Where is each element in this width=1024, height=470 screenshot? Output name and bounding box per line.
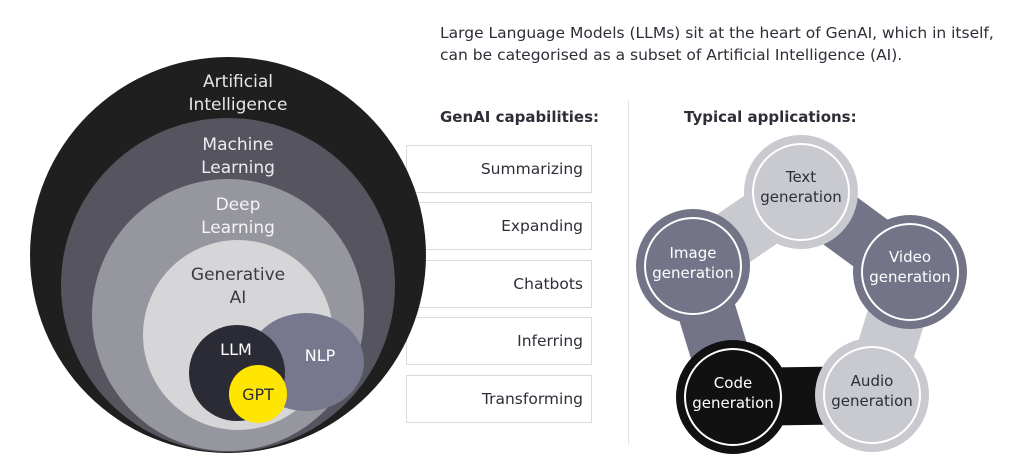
video-generation-label-line-1: Video bbox=[889, 248, 931, 266]
text-generation-label-line-2: generation bbox=[760, 188, 842, 206]
node-video-generation bbox=[853, 215, 967, 329]
machine-learning-label-line-1: Machine bbox=[202, 135, 273, 155]
intro-text: Large Language Models (LLMs) sit at the … bbox=[440, 22, 1010, 66]
node-text-generation bbox=[744, 135, 858, 249]
capability-label: Summarizing bbox=[480, 160, 583, 178]
node-image-generation bbox=[636, 209, 750, 323]
capability-box-inferring: Inferring bbox=[406, 317, 592, 365]
intro-line-2: can be categorised as a subset of Artifi… bbox=[440, 46, 903, 64]
deep-learning-label-line-1: Deep bbox=[216, 195, 261, 215]
applications-heading: Typical applications: bbox=[684, 108, 857, 126]
ai-label-line-1: Artificial bbox=[203, 72, 273, 92]
image-generation-label-line-1: Image bbox=[670, 244, 717, 262]
video-generation-label-line-2: generation bbox=[869, 268, 951, 286]
capability-label: Expanding bbox=[501, 217, 583, 235]
capability-label: Inferring bbox=[517, 332, 583, 350]
gpt-circle bbox=[229, 365, 287, 423]
intro-line-1: Large Language Models (LLMs) sit at the … bbox=[440, 24, 994, 42]
code-generation-label-line-2: generation bbox=[692, 394, 774, 412]
node-audio-generation bbox=[815, 338, 929, 452]
capability-box-transforming: Transforming bbox=[406, 375, 592, 423]
column-divider bbox=[628, 100, 629, 445]
capability-box-summarizing: Summarizing bbox=[406, 145, 592, 193]
capability-label: Chatbots bbox=[513, 275, 583, 293]
llm-label: LLM bbox=[220, 340, 252, 359]
audio-generation-label-line-1: Audio bbox=[851, 372, 894, 390]
capability-box-chatbots: Chatbots bbox=[406, 260, 592, 308]
nlp-label: NLP bbox=[305, 346, 336, 365]
generative-ai-label-line-1: Generative bbox=[191, 265, 285, 285]
image-generation-label-line-2: generation bbox=[652, 264, 734, 282]
gpt-label: GPT bbox=[242, 385, 274, 404]
capability-label: Transforming bbox=[481, 390, 583, 408]
text-generation-label-line-1: Text bbox=[785, 168, 816, 186]
ai-label-line-2: Intelligence bbox=[189, 95, 288, 115]
capabilities-heading: GenAI capabilities: bbox=[440, 108, 600, 126]
generative-ai-label-line-2: AI bbox=[230, 288, 247, 308]
deep-learning-label-line-2: Learning bbox=[201, 218, 275, 238]
node-code-generation bbox=[676, 340, 790, 454]
code-generation-label-line-1: Code bbox=[714, 374, 752, 392]
machine-learning-label-line-2: Learning bbox=[201, 158, 275, 178]
audio-generation-label-line-2: generation bbox=[831, 392, 913, 410]
